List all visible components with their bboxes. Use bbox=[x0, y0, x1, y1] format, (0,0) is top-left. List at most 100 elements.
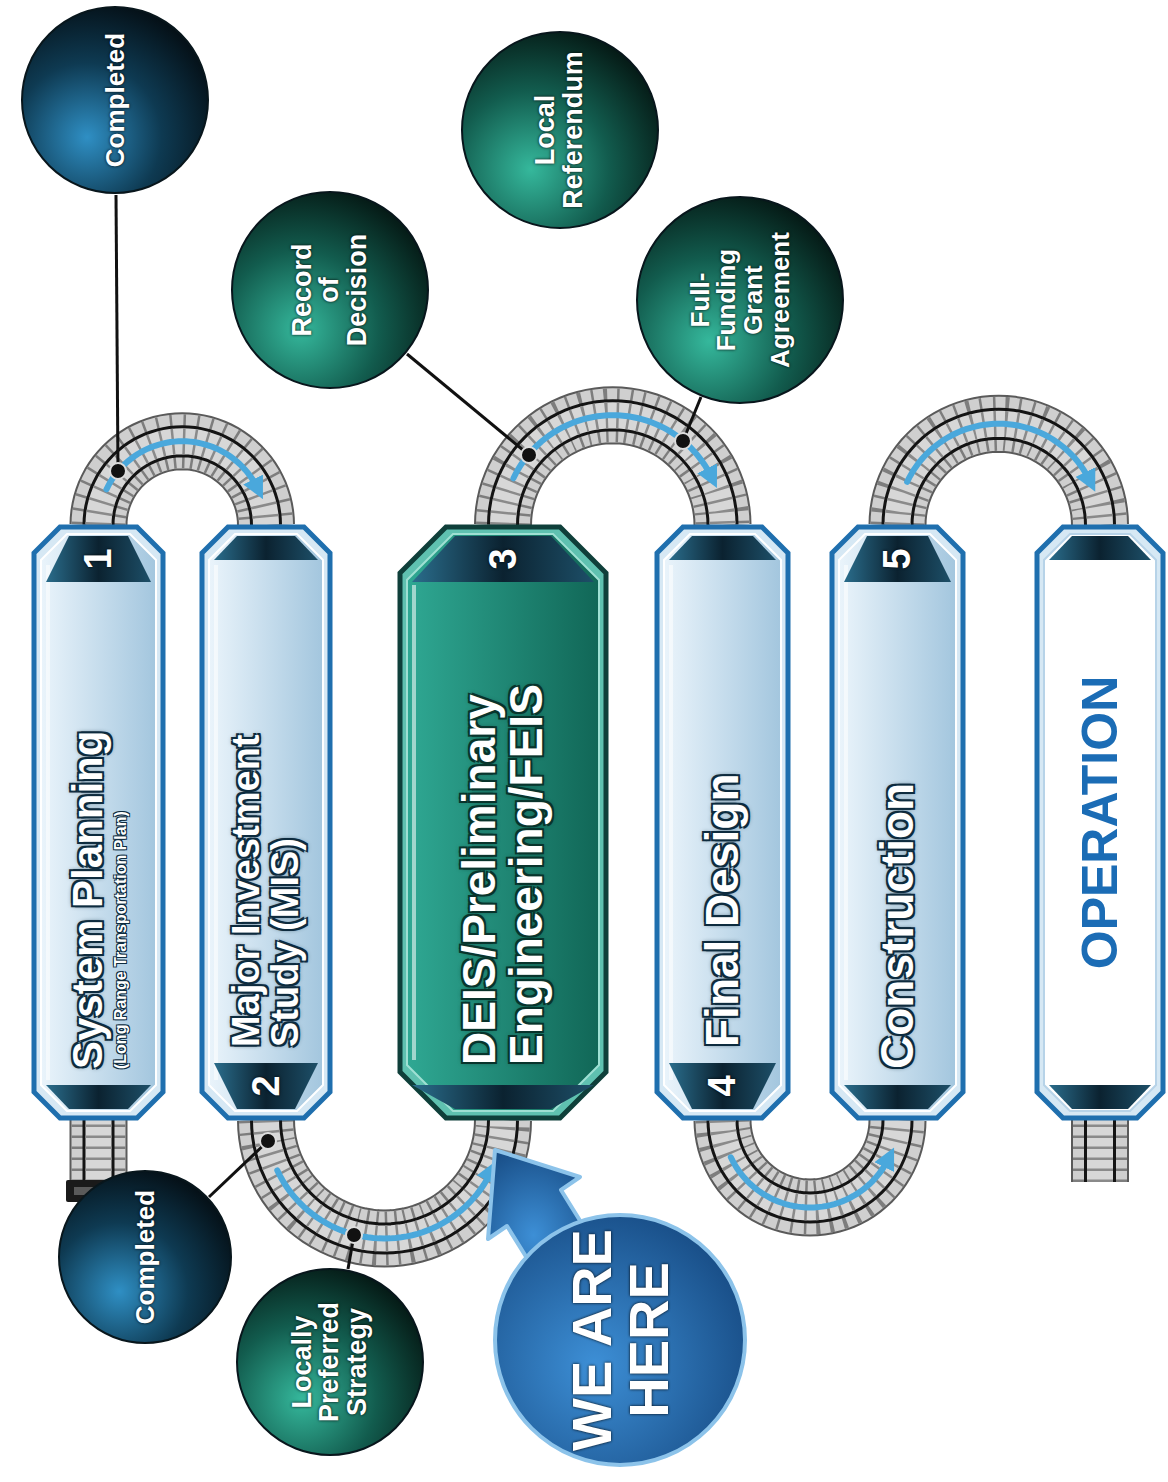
railway-track bbox=[723, 1120, 898, 1208]
phase-title: Construction bbox=[874, 783, 921, 1069]
phase-number: 3 bbox=[398, 536, 608, 582]
callout-circle bbox=[59, 1171, 231, 1343]
box-outline bbox=[657, 527, 788, 1118]
text-area: Record of Decision bbox=[230, 190, 430, 390]
text-area: Completed bbox=[57, 1169, 233, 1345]
box-highlight bbox=[214, 565, 218, 1080]
callout-text: Completed bbox=[102, 33, 129, 167]
end-cap bbox=[844, 1085, 951, 1109]
box-fill bbox=[407, 534, 599, 1111]
status-callout: Completed bbox=[20, 5, 210, 195]
end-cap bbox=[1049, 536, 1151, 560]
railway-track bbox=[503, 415, 723, 525]
box-outline bbox=[1037, 527, 1163, 1118]
text-area: Full-Funding Grant Agreement bbox=[635, 195, 845, 405]
callout-circle bbox=[637, 197, 843, 403]
railway-track bbox=[99, 441, 267, 525]
phase-title: DEIS/Preliminary Engineering/FEIS bbox=[456, 635, 550, 1065]
milestone-callout: Local Referendum bbox=[460, 30, 660, 230]
text-area: System Planning(Long Range Transportatio… bbox=[32, 598, 165, 1069]
phase-subtitle: (Long Range Transportation Plan) bbox=[113, 811, 129, 1069]
callout-text: WE ARE HERE bbox=[563, 1220, 677, 1460]
box-outline bbox=[34, 527, 163, 1118]
callout-circle bbox=[462, 32, 658, 228]
railway-track bbox=[266, 1120, 503, 1239]
end-cap bbox=[214, 536, 318, 560]
location-pointer: WE ARE HERE bbox=[480, 1140, 750, 1465]
callout-circle bbox=[22, 7, 208, 193]
railway-track bbox=[723, 1120, 898, 1208]
railway-track bbox=[266, 1120, 503, 1239]
railway-track bbox=[99, 525, 1101, 1182]
railway-track bbox=[99, 525, 1101, 1182]
railway-track bbox=[503, 415, 723, 525]
text-area: OPERATION bbox=[1035, 576, 1165, 1069]
direction-arrow bbox=[513, 415, 712, 478]
railway-track bbox=[99, 441, 267, 525]
phase-title: Final Design bbox=[699, 774, 746, 1047]
box-fill bbox=[1044, 534, 1156, 1111]
text-area: Completed bbox=[20, 5, 210, 195]
direction-arrow bbox=[907, 424, 1090, 482]
railway-track bbox=[898, 424, 1101, 525]
track-connector bbox=[898, 424, 1101, 525]
leader-line bbox=[209, 1141, 268, 1197]
phase-title: Major Investment Study (MIS) bbox=[227, 687, 305, 1047]
railway-track bbox=[503, 415, 723, 525]
text-area: DEIS/Preliminary Engineering/FEIS bbox=[398, 602, 608, 1065]
milestone-callout: Record of Decision bbox=[230, 190, 430, 390]
box-fill bbox=[839, 534, 956, 1111]
railway-track bbox=[898, 424, 1101, 525]
leader-dot bbox=[675, 433, 691, 449]
text-area: Construction bbox=[830, 598, 965, 1069]
box-fill bbox=[41, 534, 156, 1111]
railway-track bbox=[99, 441, 267, 525]
phase-box: Final Design 4 bbox=[655, 525, 790, 1120]
callout-text: Local Referendum bbox=[532, 48, 587, 213]
box-outline bbox=[832, 527, 963, 1118]
pointer-circle bbox=[495, 1215, 745, 1465]
leader-dot bbox=[260, 1133, 276, 1149]
railway-track bbox=[99, 441, 267, 525]
railway-track bbox=[723, 1120, 898, 1208]
railway-ties bbox=[99, 525, 1101, 1182]
text-area: Local Referendum bbox=[460, 30, 660, 230]
box-highlight bbox=[412, 585, 416, 1060]
box-outline bbox=[400, 527, 606, 1118]
direction-arrow bbox=[277, 1170, 491, 1238]
railway-track bbox=[266, 1120, 503, 1239]
phase-number: 5 bbox=[830, 536, 965, 582]
box-outline bbox=[202, 527, 330, 1118]
callout-text: Locally Preferred Strategy bbox=[289, 1300, 372, 1425]
track-connector bbox=[723, 1120, 898, 1208]
callout-text: Full-Funding Grant Agreement bbox=[687, 230, 793, 370]
leader-line bbox=[407, 354, 529, 455]
phase-title: OPERATION bbox=[1075, 676, 1126, 970]
railway-track bbox=[723, 1120, 898, 1208]
callout-circle bbox=[237, 1269, 423, 1455]
callout-circle bbox=[232, 192, 428, 388]
text-area: Major Investment Study (MIS) bbox=[200, 576, 332, 1047]
direction-arrow bbox=[731, 1157, 889, 1207]
railway-track bbox=[99, 441, 267, 525]
phase-number: 1 bbox=[32, 536, 165, 582]
direction-arrow bbox=[106, 441, 258, 489]
leader-dot bbox=[346, 1227, 362, 1243]
railway-track bbox=[898, 424, 1101, 525]
railway-track bbox=[898, 424, 1101, 525]
callout-text: Record of Decision bbox=[289, 233, 372, 348]
phase-number: 4 bbox=[655, 1063, 790, 1109]
phase-box: Major Investment Study (MIS)2 bbox=[200, 525, 332, 1120]
railway-track bbox=[503, 415, 723, 525]
railway-track bbox=[723, 1120, 898, 1208]
track-connector bbox=[503, 415, 723, 525]
milestone-callout: Locally Preferred Strategy bbox=[235, 1267, 425, 1457]
text-area: Locally Preferred Strategy bbox=[235, 1267, 425, 1457]
railway-track bbox=[503, 415, 723, 525]
phase-title: System Planning bbox=[67, 731, 110, 1069]
track-connector bbox=[266, 1120, 503, 1239]
status-callout: Completed bbox=[57, 1169, 233, 1345]
text-area: Final Design bbox=[655, 576, 790, 1047]
